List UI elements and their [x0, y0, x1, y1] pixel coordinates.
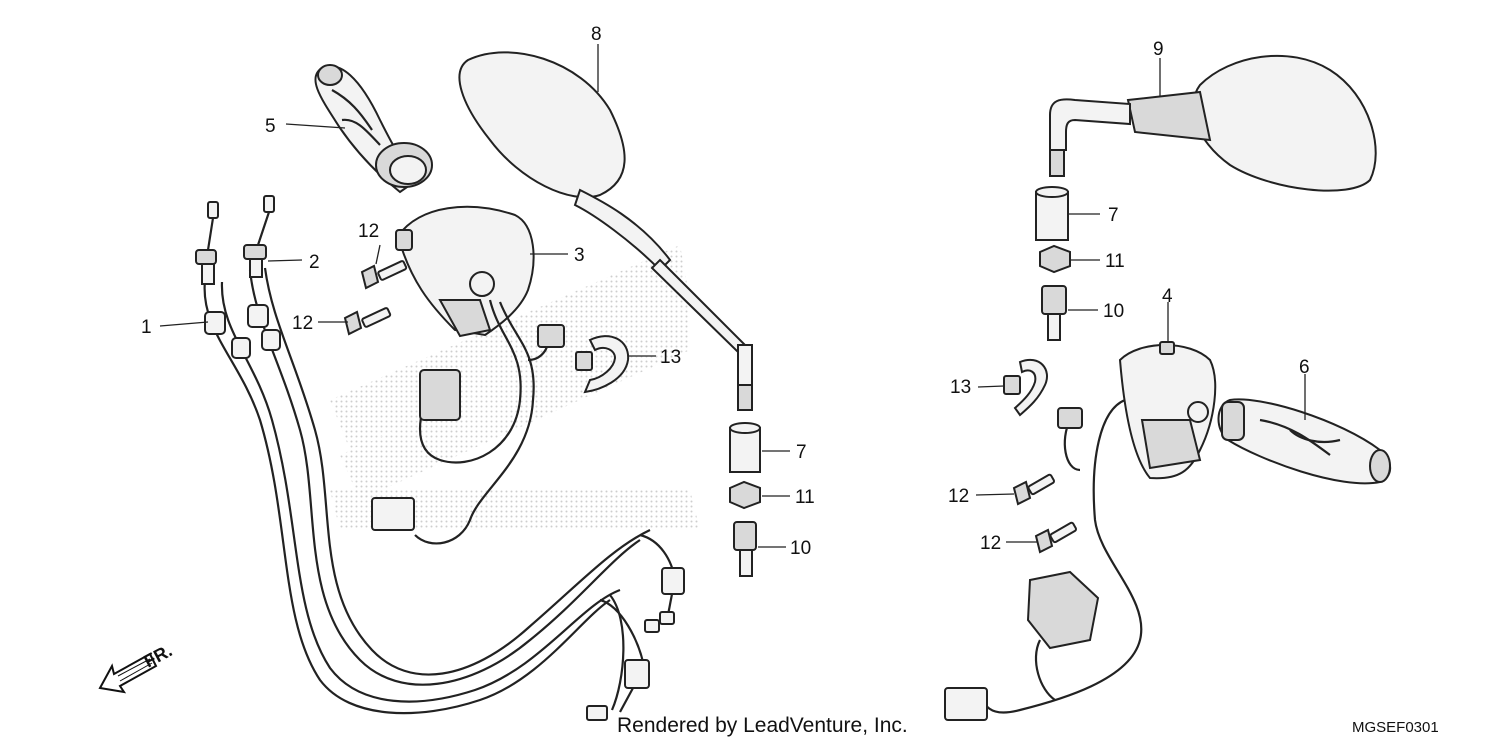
- cable-lower-fittings: [586, 567, 685, 721]
- callout-11-right: 11: [1105, 251, 1125, 272]
- callout-7-right: 7: [1108, 205, 1119, 226]
- wire-clamp-right: [1003, 359, 1048, 417]
- right-switch-housing: [395, 205, 535, 338]
- cable-end-fittings: [195, 195, 281, 359]
- switch-screws-left: [343, 260, 408, 336]
- switch-wiring-harness: [371, 299, 565, 545]
- front-direction-indicator: FR.: [98, 640, 175, 694]
- callout-11-left: 11: [795, 487, 815, 508]
- mirror-mount-right: [1035, 186, 1071, 341]
- callout-10-right: 10: [1103, 301, 1124, 322]
- switch-screws-right: [1012, 473, 1078, 554]
- callout-6: 6: [1299, 357, 1310, 378]
- wire-clamp-left: [575, 335, 630, 394]
- callout-5: 5: [265, 116, 276, 137]
- left-grip: [1217, 398, 1392, 485]
- throttle-cables: [203, 267, 677, 715]
- callout-4: 4: [1162, 286, 1173, 307]
- callout-13-right: 13: [950, 377, 971, 398]
- callout-2: 2: [309, 252, 320, 273]
- callout-12-lower-left: 12: [292, 313, 313, 334]
- leader-lines: [159, 44, 1306, 548]
- render-credit: Rendered by LeadVenture, Inc.: [617, 714, 908, 737]
- right-mirror: [1049, 54, 1377, 192]
- mirror-mount-left: [729, 422, 761, 577]
- left-switch-harness: [944, 398, 1143, 721]
- callout-labels: 1 2 3 4 5 6 7 7 8 9 10 10 11 11 12 12 12…: [141, 24, 1310, 559]
- callout-7-left: 7: [796, 442, 807, 463]
- callout-12-upper-right: 12: [948, 486, 969, 507]
- callout-8: 8: [591, 24, 602, 45]
- left-switch-housing: [1118, 341, 1217, 480]
- callout-1: 1: [141, 317, 152, 338]
- callout-10-left: 10: [790, 538, 811, 559]
- diagram-code: MGSEF0301: [1352, 719, 1439, 736]
- left-mirror: [458, 51, 753, 411]
- callout-12-upper-left: 12: [358, 221, 379, 242]
- throttle-grip: [314, 64, 433, 194]
- callout-3: 3: [574, 245, 585, 266]
- callout-9: 9: [1153, 39, 1164, 60]
- callout-12-lower-right: 12: [980, 533, 1001, 554]
- callout-13-left: 13: [660, 347, 681, 368]
